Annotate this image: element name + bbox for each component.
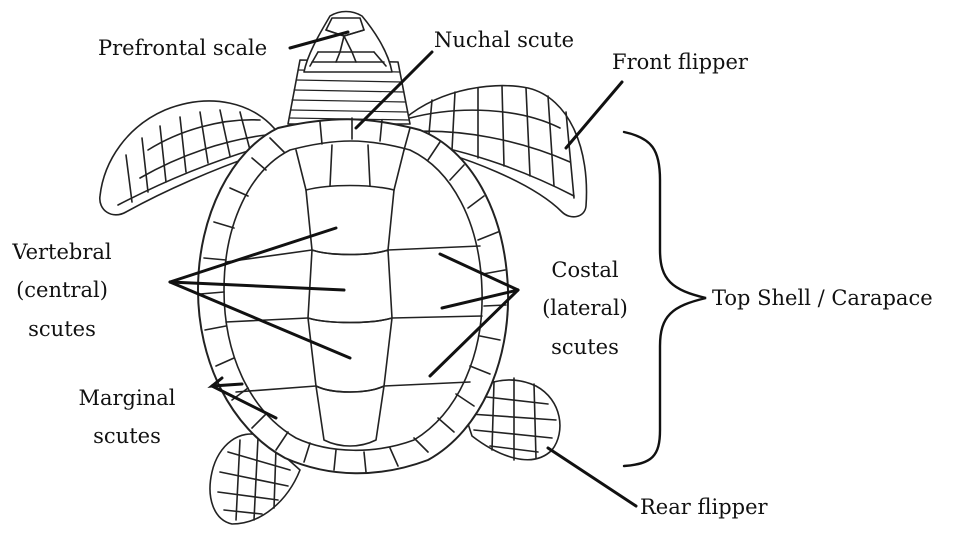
- label-marginal-line2: scutes: [64, 422, 190, 450]
- label-costal-line1: Costal: [540, 256, 630, 284]
- pointer-rear-flipper: [548, 448, 636, 506]
- label-vertebral-line1: Vertebral: [6, 238, 118, 266]
- label-vertebral-scutes: Vertebral (central) scutes: [6, 238, 118, 343]
- label-marginal-line1: Marginal: [64, 384, 190, 412]
- label-rear-flipper: Rear flipper: [640, 493, 768, 521]
- label-vertebral-line2: (central): [6, 276, 118, 304]
- label-marginal-scutes: Marginal scutes: [64, 384, 190, 451]
- carapace: [198, 118, 508, 473]
- label-nuchal-scute: Nuchal scute: [434, 26, 574, 54]
- label-vertebral-line3: scutes: [6, 315, 118, 343]
- label-costal-scutes: Costal (lateral) scutes: [540, 256, 630, 361]
- label-costal-line3: scutes: [540, 333, 630, 361]
- label-costal-line2: (lateral): [540, 294, 630, 322]
- carapace-brace: [624, 132, 706, 466]
- label-prefrontal-scale: Prefrontal scale: [98, 34, 267, 62]
- label-carapace: Top Shell / Carapace: [712, 284, 933, 312]
- pointer-front-flipper: [566, 82, 622, 148]
- label-front-flipper: Front flipper: [612, 48, 748, 76]
